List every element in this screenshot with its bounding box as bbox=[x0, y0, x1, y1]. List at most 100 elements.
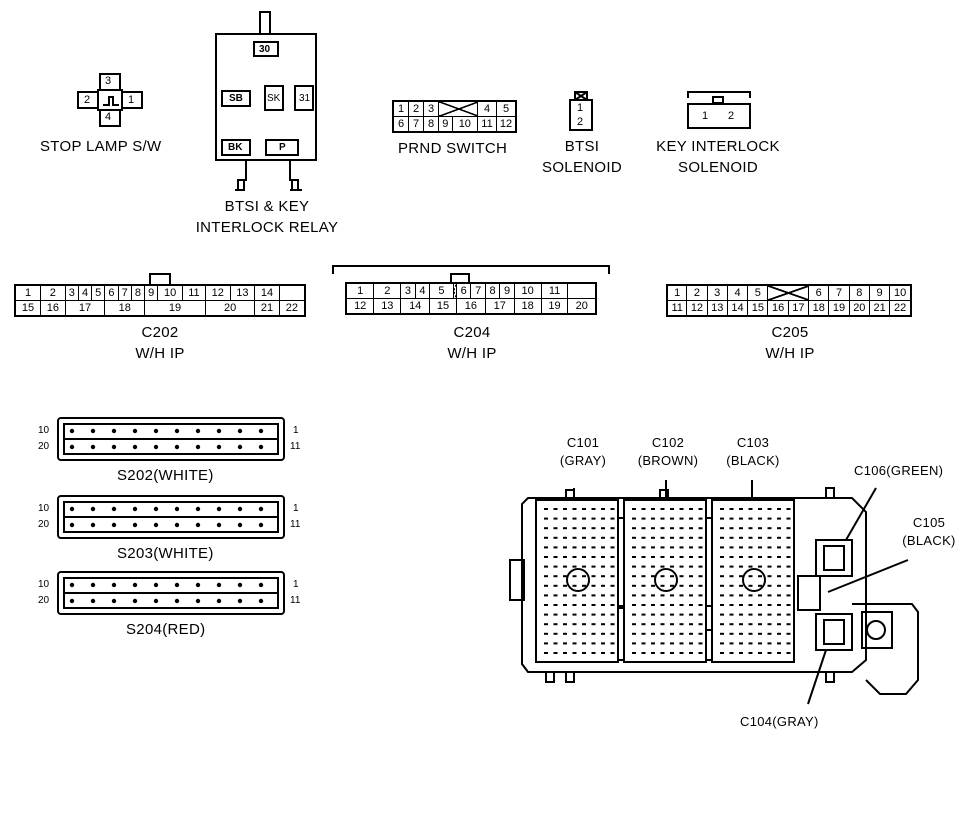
s203-pin-20: 20 bbox=[38, 519, 50, 530]
fuse-block-cavity bbox=[591, 527, 596, 530]
fuse-block-cavity bbox=[670, 546, 674, 549]
fuse-block-cavity bbox=[563, 594, 567, 597]
c105-color: (BLACK) bbox=[902, 533, 956, 548]
fuse-block-cavity bbox=[572, 546, 577, 549]
fuse-block-cavity bbox=[786, 546, 791, 549]
fuse-block-cavity bbox=[758, 517, 762, 520]
fuse-block-cavity bbox=[582, 546, 586, 549]
c101-name: C101 bbox=[566, 435, 600, 450]
fuse-block-cavity bbox=[610, 604, 615, 606]
fuse-block-cavity bbox=[786, 652, 791, 654]
s-connector-pin-dot bbox=[216, 444, 222, 450]
fuse-block-cavity bbox=[698, 508, 703, 510]
btsi-pin-2: 2 bbox=[577, 116, 584, 128]
fuse-block-cavity bbox=[758, 613, 762, 616]
fuse-block-cavity bbox=[601, 594, 605, 597]
fuse-block-cavity bbox=[679, 642, 684, 645]
fuse-block-cavity bbox=[660, 527, 665, 530]
fuse-block-cavity bbox=[748, 565, 753, 568]
s203-label: S203(WHITE) bbox=[117, 545, 214, 562]
fuse-block-cavity bbox=[748, 613, 753, 616]
s-connector-pin-dot bbox=[258, 444, 264, 450]
fuse-block-cavity bbox=[698, 584, 703, 587]
s202-pin-11: 11 bbox=[290, 441, 301, 452]
fuse-block-cavity bbox=[591, 652, 596, 654]
fuse-block-cavity bbox=[729, 584, 734, 587]
fuse-block-cavity bbox=[679, 604, 684, 606]
s204-label: S204(RED) bbox=[126, 621, 206, 638]
fuse-block-cavity bbox=[651, 508, 655, 510]
s-connector-pin-dot bbox=[237, 522, 243, 528]
fuse-block-cavity bbox=[544, 508, 548, 510]
fuse-block-cavity bbox=[553, 632, 558, 635]
fuse-block-cavity bbox=[786, 623, 791, 626]
fuse-block-cavity bbox=[729, 594, 734, 597]
fuse-block-cavity bbox=[610, 508, 615, 510]
fuse-block-cavity bbox=[670, 594, 674, 597]
fuse-block-cavity bbox=[777, 623, 781, 626]
prnd-blank-cavity bbox=[438, 100, 478, 117]
prnd-pin: 10 bbox=[451, 116, 479, 133]
fuse-block-cavity bbox=[660, 604, 665, 606]
fuse-block-cavity bbox=[698, 642, 703, 645]
fuse-block-cavity bbox=[632, 575, 636, 578]
fuse-block-cavity bbox=[748, 642, 753, 645]
fuse-block-cavity bbox=[563, 536, 567, 539]
fuse-block-cavity bbox=[777, 584, 781, 587]
fuse-block-cavity bbox=[679, 652, 684, 654]
fuse-block-cavity bbox=[777, 517, 781, 520]
fuse-block-cavity bbox=[572, 584, 577, 587]
stop-lamp-switch-drawing bbox=[77, 73, 143, 127]
fuse-block-cavity bbox=[670, 652, 674, 654]
fuse-block-cavity bbox=[610, 565, 615, 568]
fuse-block-drawing bbox=[509, 480, 919, 705]
fuse-block-cavity bbox=[582, 527, 586, 530]
fuse-block-cavity bbox=[689, 613, 693, 616]
s-connector-pin-dot bbox=[132, 522, 138, 528]
fuse-block-cavity bbox=[553, 546, 558, 549]
s203-pin-10: 10 bbox=[38, 503, 50, 514]
c202-pin: 21 bbox=[254, 300, 280, 317]
fuse-block-cavity bbox=[786, 508, 791, 510]
fuse-block-cavity bbox=[720, 594, 724, 597]
fuse-block-cavity bbox=[689, 556, 693, 558]
fuse-block-cavity bbox=[777, 527, 781, 530]
fuse-block-cavity bbox=[632, 632, 636, 635]
stop-lamp-pin-2: 2 bbox=[84, 94, 91, 106]
fuse-block-cavity bbox=[786, 594, 791, 597]
relay-label-line1: BTSI & KEY bbox=[224, 198, 310, 215]
fuse-block-cavity bbox=[748, 594, 753, 597]
fuse-block-cavity bbox=[544, 584, 548, 587]
fuse-block-cavity bbox=[563, 642, 567, 645]
s-connector-pin-dot bbox=[174, 582, 180, 588]
fuse-block-cavity bbox=[748, 632, 753, 635]
fuse-block-cavity bbox=[572, 517, 577, 520]
fuse-block-cavity bbox=[698, 594, 703, 597]
fuse-block-cavity bbox=[679, 556, 684, 558]
c202-pin: 9 bbox=[144, 284, 159, 301]
fuse-block-cavity bbox=[670, 632, 674, 635]
s-connector-pin-dot bbox=[132, 506, 138, 512]
prnd-pin: 4 bbox=[477, 100, 497, 117]
fuse-block-cavity bbox=[544, 652, 548, 654]
s-connector-pin-dot bbox=[237, 428, 243, 434]
fuse-block-cavity bbox=[670, 565, 674, 568]
c202-pin: 16 bbox=[40, 300, 66, 317]
s-connector-pin-dot bbox=[69, 428, 75, 434]
fuse-block-cavity bbox=[632, 613, 636, 616]
c205-pin: 2 bbox=[686, 284, 708, 301]
s-connector-pin-dot bbox=[69, 506, 75, 512]
s-connector-pin-dot bbox=[132, 582, 138, 588]
c204-pin: 19 bbox=[540, 298, 569, 315]
fuse-block-cavity bbox=[601, 632, 605, 635]
fuse-block-cavity bbox=[632, 546, 636, 549]
fuse-block-cavity bbox=[632, 556, 636, 558]
fuse-block-cavity bbox=[777, 536, 781, 539]
fuse-block-cavity bbox=[651, 594, 655, 597]
fuse-block-cavity bbox=[544, 546, 548, 549]
fuse-block-cavity bbox=[698, 527, 703, 530]
fuse-block-cavity bbox=[720, 604, 724, 606]
fuse-block-cavity bbox=[698, 575, 703, 578]
s-connector-pin-dot bbox=[111, 506, 117, 512]
fuse-block-cavity bbox=[748, 527, 753, 530]
